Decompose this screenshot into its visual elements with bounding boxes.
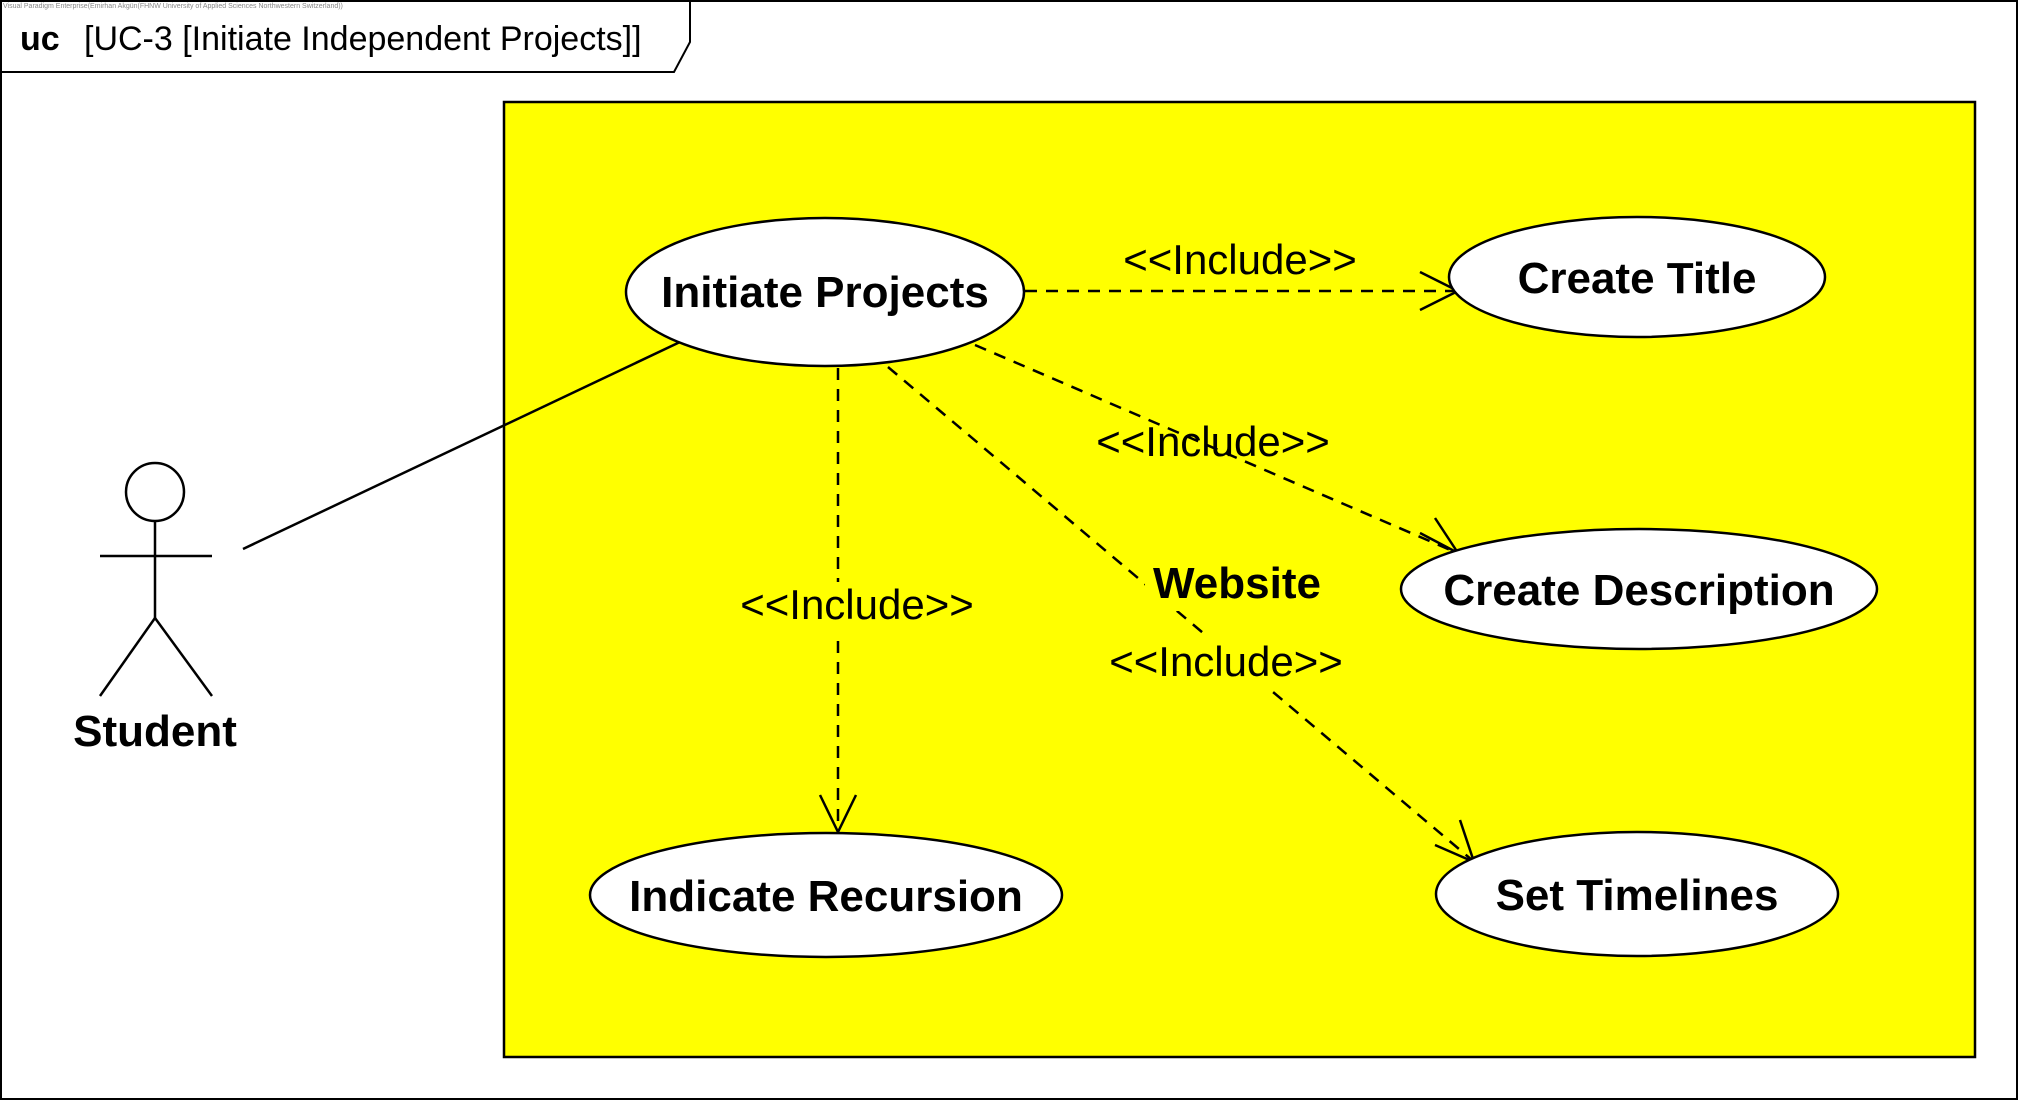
use-case-initiate-projects[interactable]: Initiate Projects	[624, 216, 1026, 368]
association-line[interactable]	[242, 340, 681, 551]
use-case-label: Indicate Recursion	[629, 872, 1023, 921]
include-title-label: <<Include>>	[1123, 236, 1357, 283]
actor-head	[124, 461, 186, 523]
include-recursion-label: <<Include>>	[740, 581, 974, 628]
use-case-label: Initiate Projects	[661, 268, 989, 317]
watermark-text: Visual Paradigm Enterprise(Emirhan Akgün…	[3, 3, 343, 10]
system-name: Website	[1153, 559, 1321, 608]
use-case-label: Create Description	[1443, 566, 1834, 615]
actor-left-leg	[98, 617, 157, 697]
use-case-label: Set Timelines	[1496, 871, 1779, 920]
actor-right-leg	[153, 617, 214, 697]
actor-label: Student	[73, 707, 237, 756]
include-description-label: <<Include>>	[1096, 418, 1330, 465]
frame-name-tab	[0, 0, 691, 73]
actor-student[interactable]: Student	[73, 461, 237, 756]
include-timelines-label: <<Include>>	[1109, 638, 1343, 685]
frame-title: [UC-3 [Initiate Independent Projects]]	[84, 20, 642, 58]
use-case-indicate-recursion[interactable]: Indicate Recursion	[588, 831, 1064, 959]
use-case-set-timelines[interactable]: Set Timelines	[1434, 830, 1840, 958]
use-case-create-title[interactable]: Create Title	[1447, 215, 1827, 339]
use-case-create-description[interactable]: Create Description	[1399, 527, 1879, 651]
frame-kind-label: uc	[20, 20, 60, 58]
use-case-label: Create Title	[1518, 254, 1757, 303]
